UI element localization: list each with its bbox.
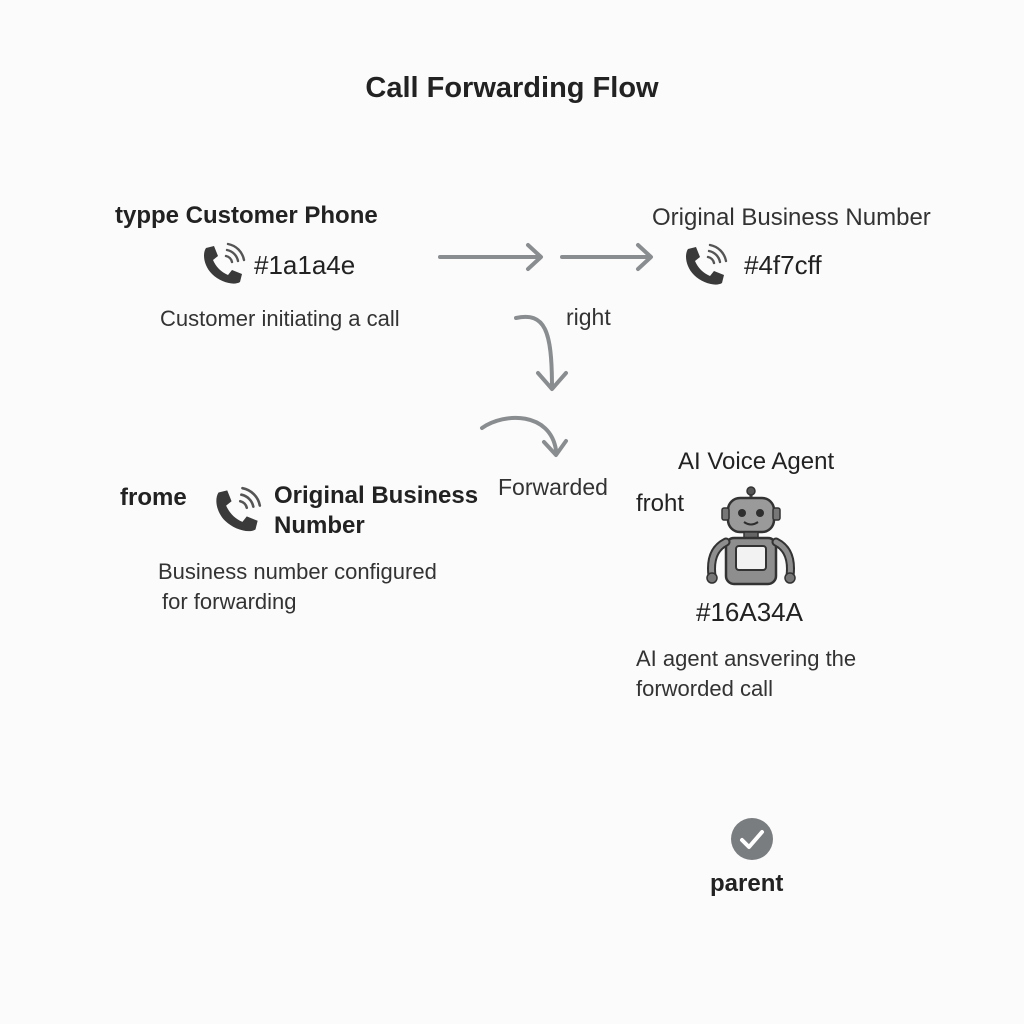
ai-agent-prefix: froht xyxy=(636,490,685,517)
flow-label-right: right xyxy=(566,304,611,330)
ai-agent-code: #16A34A xyxy=(696,597,803,627)
business-top-label: Original Business Number xyxy=(652,204,931,231)
customer-code: #1a1a4e xyxy=(254,250,356,280)
phone-ringing-icon xyxy=(200,242,246,288)
business-forward-description-line2: for forwarding xyxy=(162,589,297,614)
phone-ringing-icon xyxy=(682,243,728,289)
page-title: Call Forwarding Flow xyxy=(365,72,659,104)
business-forward-description-line1: Business number configured xyxy=(158,559,437,584)
customer-description: Customer initiating a call xyxy=(160,306,400,331)
check-circle-icon xyxy=(730,817,774,861)
business-forward-label-line1: Original Business xyxy=(274,482,479,509)
customer-label: typpe Customer Phone xyxy=(115,202,378,229)
business-forward-label-line2: Number xyxy=(274,512,365,539)
ai-agent-label: AI Voice Agent xyxy=(678,448,835,475)
arrow-right-1 xyxy=(438,243,543,271)
phone-ringing-icon xyxy=(212,486,262,536)
robot-icon xyxy=(706,486,796,586)
ai-agent-description-line2: forworded call xyxy=(636,676,773,701)
arrow-curved xyxy=(480,415,568,457)
completion-label: parent xyxy=(710,870,784,897)
business-forward-prefix: frome xyxy=(120,484,187,511)
business-top-code: #4f7cff xyxy=(744,250,822,280)
ai-agent-description-line1: AI agent ansvering the xyxy=(636,646,857,671)
flow-label-forwarded: Forwarded xyxy=(498,474,608,500)
arrow-right-2 xyxy=(560,243,653,271)
arrow-down xyxy=(514,314,568,391)
